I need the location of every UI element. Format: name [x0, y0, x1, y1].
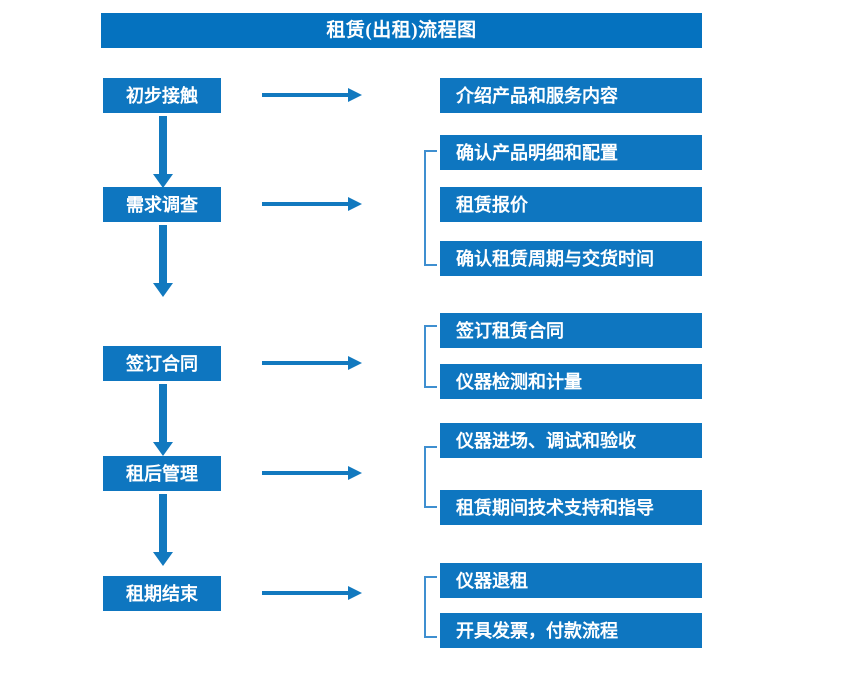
- stage-label-1: 初步接触: [126, 85, 198, 106]
- detail-box-3-2[interactable]: 仪器检测和计量: [440, 364, 702, 399]
- stage-box-1[interactable]: 初步接触: [103, 78, 221, 113]
- stage-box-2[interactable]: 需求调查: [103, 187, 221, 222]
- stage-label-2: 需求调查: [126, 194, 198, 215]
- detail-label-2-2: 租赁报价: [456, 194, 528, 215]
- detail-label-4-1: 仪器进场、调试和验收: [456, 430, 636, 451]
- page-title: 租赁(出租)流程图: [326, 20, 477, 41]
- detail-box-1-1[interactable]: 介绍产品和服务内容: [440, 78, 702, 113]
- arrow-right-stage-2: [262, 195, 362, 213]
- arrow-down-stage-2-to-3: [152, 225, 174, 297]
- detail-box-3-1[interactable]: 签订租赁合同: [440, 313, 702, 348]
- group-bracket-2: [424, 150, 438, 266]
- arrow-down-stage-3-to-4: [152, 384, 174, 456]
- stage-label-3: 签订合同: [126, 353, 198, 374]
- detail-box-5-2[interactable]: 开具发票，付款流程: [440, 613, 702, 648]
- arrow-down-stage-4-to-5: [152, 494, 174, 566]
- detail-box-2-1[interactable]: 确认产品明细和配置: [440, 135, 702, 170]
- detail-label-2-1: 确认产品明细和配置: [456, 142, 618, 163]
- arrow-right-stage-1: [262, 86, 362, 104]
- detail-box-5-1[interactable]: 仪器退租: [440, 563, 702, 598]
- detail-label-4-2: 租赁期间技术支持和指导: [456, 497, 654, 518]
- stage-box-4[interactable]: 租后管理: [103, 456, 221, 491]
- detail-label-5-2: 开具发票，付款流程: [456, 620, 618, 641]
- detail-box-2-3[interactable]: 确认租赁周期与交货时间: [440, 241, 702, 276]
- detail-box-2-2[interactable]: 租赁报价: [440, 187, 702, 222]
- detail-label-5-1: 仪器退租: [456, 570, 528, 591]
- detail-label-3-1: 签订租赁合同: [456, 320, 564, 341]
- group-bracket-4: [424, 446, 438, 508]
- group-bracket-5: [424, 576, 438, 638]
- detail-box-4-2[interactable]: 租赁期间技术支持和指导: [440, 490, 702, 525]
- group-bracket-3: [424, 325, 438, 388]
- stage-box-5[interactable]: 租期结束: [103, 576, 221, 611]
- stage-label-5: 租期结束: [126, 583, 198, 604]
- detail-label-3-2: 仪器检测和计量: [456, 371, 582, 392]
- diagram-title-banner: 租赁(出租)流程图: [101, 13, 702, 48]
- arrow-down-stage-1-to-2: [152, 116, 174, 188]
- detail-label-1-1: 介绍产品和服务内容: [456, 85, 618, 106]
- stage-box-3[interactable]: 签订合同: [103, 346, 221, 381]
- stage-label-4: 租后管理: [126, 463, 198, 484]
- arrow-right-stage-3: [262, 354, 362, 372]
- arrow-right-stage-5: [262, 584, 362, 602]
- detail-label-2-3: 确认租赁周期与交货时间: [456, 248, 654, 269]
- arrow-right-stage-4: [262, 464, 362, 482]
- detail-box-4-1[interactable]: 仪器进场、调试和验收: [440, 423, 702, 458]
